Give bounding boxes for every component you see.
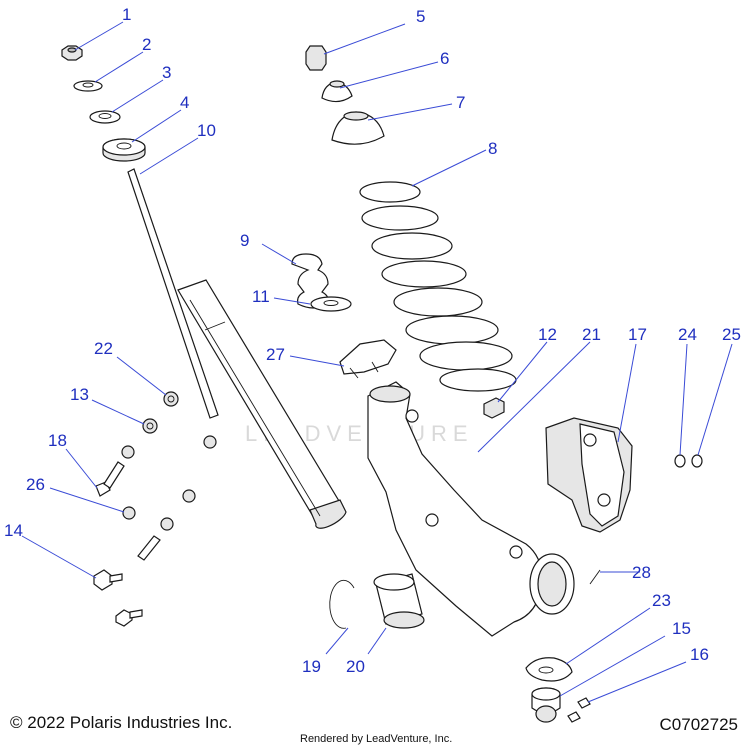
callout-labels: 1 2 3 4 10 5 6 7 8 9 11 27 12 21 17 24 2… [4,5,741,676]
part-23-plate[interactable] [525,657,573,682]
callout-9[interactable]: 9 [240,231,249,250]
part-3-washer[interactable] [89,110,121,124]
callout-8[interactable]: 8 [488,139,497,158]
callout-23[interactable]: 23 [652,591,671,610]
part-1-nut[interactable] [61,45,83,61]
callout-19[interactable]: 19 [302,657,321,676]
callout-18[interactable]: 18 [48,431,67,450]
copyright-text: © 2022 Polaris Industries Inc. [10,713,233,732]
part-20-wheel-bearing[interactable] [373,573,425,629]
callout-3[interactable]: 3 [162,63,171,82]
callout-5[interactable]: 5 [416,7,425,26]
callout-22[interactable]: 22 [94,339,113,358]
part-25-o-ring[interactable] [691,454,703,468]
part-22-nut[interactable] [163,391,179,407]
part-5-nut[interactable] [305,45,327,71]
part-8-coil-spring[interactable] [359,181,517,392]
part-2-washer[interactable] [73,80,103,92]
rendered-by-text: Rendered by LeadVenture, Inc. [300,733,453,745]
part-26-nut[interactable] [122,506,136,520]
callout-26[interactable]: 26 [26,475,45,494]
callout-21[interactable]: 21 [582,325,601,344]
diagram-code: C0702725 [659,715,738,734]
callout-14[interactable]: 14 [4,521,23,540]
part-17-brake-caliper[interactable] [545,417,633,533]
callout-15[interactable]: 15 [672,619,691,638]
part-6-cap[interactable] [321,80,353,103]
callout-2[interactable]: 2 [142,35,151,54]
part-27-bracket[interactable] [339,339,397,379]
callout-1[interactable]: 1 [122,5,131,24]
part-4-bushing[interactable] [102,138,146,162]
part-18-bolt[interactable] [95,461,125,497]
callout-6[interactable]: 6 [440,49,449,68]
callout-13[interactable]: 13 [70,385,89,404]
part-14-bolt[interactable] [93,535,161,627]
part-nut-right[interactable] [121,435,217,531]
part-13-nut[interactable] [142,418,158,434]
callout-12[interactable]: 12 [538,325,557,344]
callout-11[interactable]: 11 [252,287,270,306]
part-15-ball-joint[interactable] [531,687,561,723]
part-12-clip[interactable] [483,397,505,419]
callout-28[interactable]: 28 [632,563,651,582]
part-16-screw[interactable] [567,697,591,723]
part-11-washer[interactable] [310,296,352,312]
leader-lines [21,21,733,703]
callout-24[interactable]: 24 [678,325,697,344]
callout-7[interactable]: 7 [456,93,465,112]
part-24-o-ring[interactable] [674,454,686,468]
part-21-steering-knuckle[interactable] [367,381,575,637]
callout-10[interactable]: 10 [197,121,216,140]
callout-16[interactable]: 16 [690,645,709,664]
part-28-cotter-pin[interactable] [589,569,601,585]
callout-4[interactable]: 4 [180,93,189,112]
part-10-shock-absorber[interactable] [127,168,347,529]
callout-20[interactable]: 20 [346,657,365,676]
callout-17[interactable]: 17 [628,325,647,344]
part-7-spring-seat[interactable] [331,111,385,145]
callout-27[interactable]: 27 [266,345,285,364]
callout-25[interactable]: 25 [722,325,741,344]
part-19-snap-ring[interactable] [329,579,355,629]
